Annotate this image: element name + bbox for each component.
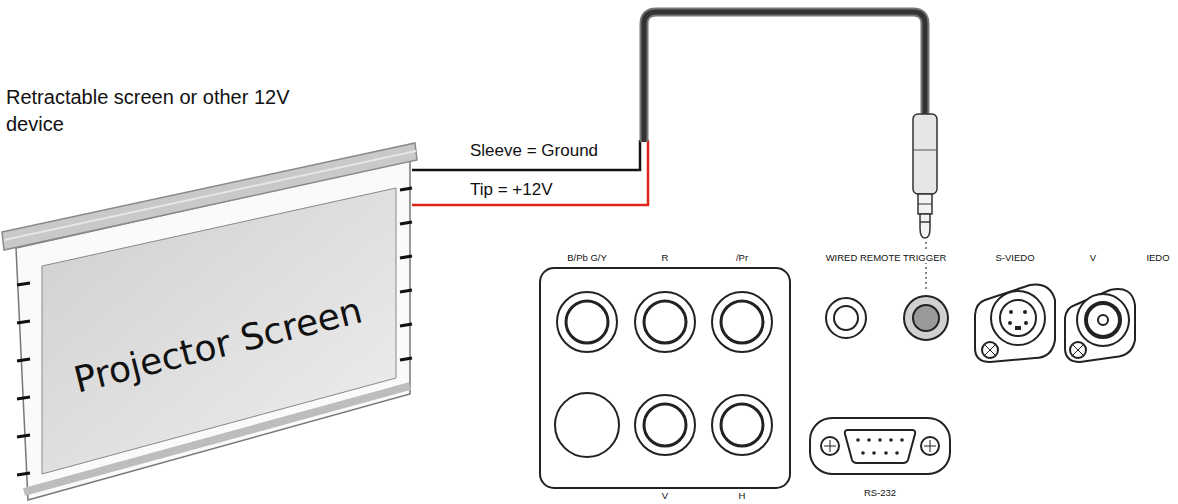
remote-jacks — [826, 296, 948, 340]
port-label: S-VIEDO — [995, 252, 1034, 263]
port-label: H — [739, 490, 746, 501]
port-label: IEDO — [1146, 252, 1169, 263]
component-panel — [540, 268, 790, 488]
port-label: /Pr — [736, 252, 748, 263]
ground-wire — [412, 140, 640, 170]
tip-wire — [412, 140, 648, 205]
cable — [644, 12, 925, 142]
insert-guide — [925, 242, 926, 292]
port-label: B/Pb G/Y — [567, 252, 607, 263]
wire-label: Tip = +12V — [470, 180, 553, 200]
wire-label: Sleeve = Ground — [470, 141, 598, 161]
cable-core — [644, 12, 925, 142]
port-label: V — [662, 490, 668, 501]
rs232-connector — [810, 418, 950, 474]
video-connector — [1065, 289, 1135, 362]
port-label: WIRED REMOTE TRIGGER — [824, 252, 949, 263]
port-label: RS-232 — [864, 487, 896, 498]
port-label: V — [1090, 252, 1096, 263]
projector-screen: Projector Screen — [0, 140, 420, 504]
port-label: R — [662, 252, 669, 263]
device-note: Retractable screen or other 12V device — [6, 84, 291, 138]
audio-plug — [913, 114, 937, 238]
s-video-connector — [975, 285, 1055, 362]
